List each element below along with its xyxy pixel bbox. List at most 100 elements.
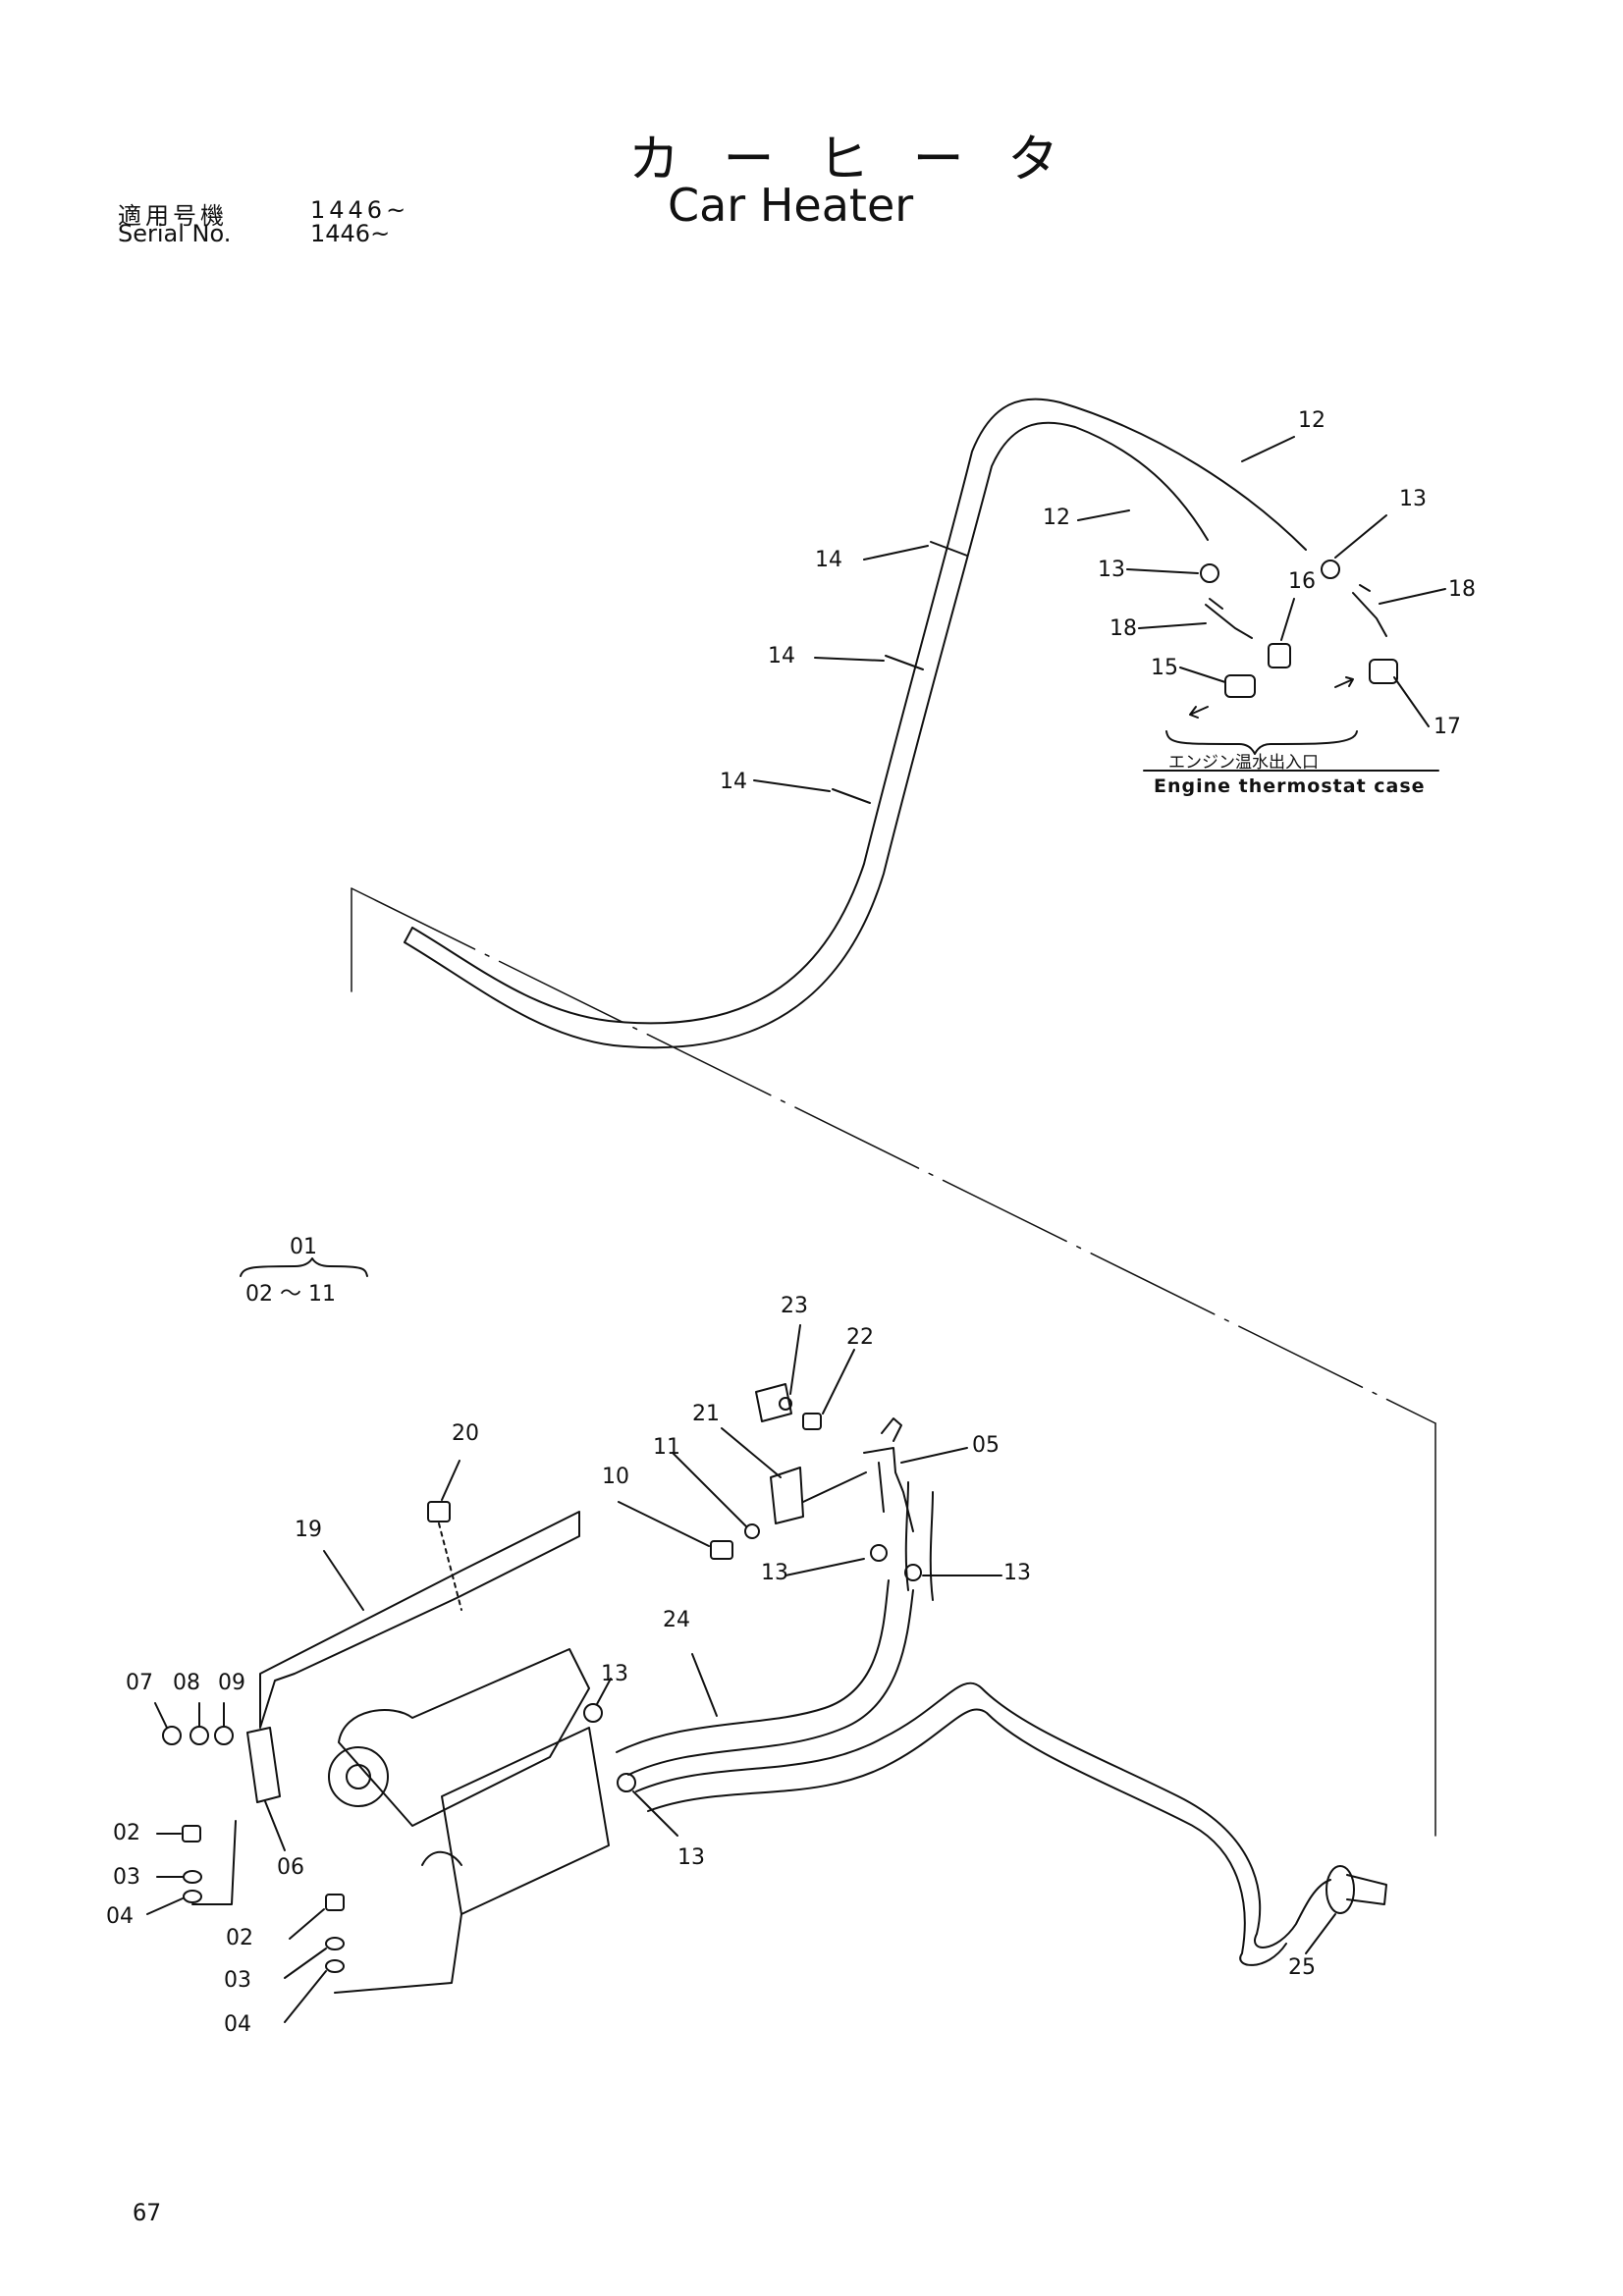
leader-02b xyxy=(289,1908,325,1940)
serial-jp-value: 1446~ xyxy=(310,196,410,224)
bolt-20-line xyxy=(438,1522,462,1611)
label-23: 23 xyxy=(781,1294,808,1318)
leader-07 xyxy=(154,1702,168,1729)
leader-12a xyxy=(1241,436,1295,462)
label-12-a: 12 xyxy=(1298,408,1325,433)
hose-25-b xyxy=(647,1708,1287,1966)
label-14-b: 14 xyxy=(768,644,795,668)
cock-18-left xyxy=(1205,598,1253,639)
label-17: 17 xyxy=(1434,715,1461,739)
label-03-a: 03 xyxy=(113,1865,140,1890)
label-20: 20 xyxy=(452,1421,479,1446)
label-13-c: 13 xyxy=(761,1561,788,1585)
hose-24-b xyxy=(627,1589,914,1776)
label-04-b: 04 xyxy=(224,2012,251,2037)
engine-brace xyxy=(1165,730,1358,755)
title-japanese: カ ー ヒ ー タ xyxy=(628,131,1073,189)
label-13-a: 13 xyxy=(1399,487,1427,511)
kit-brace-top xyxy=(240,1257,368,1277)
boundary-diagonal xyxy=(351,887,1436,1424)
label-13-d: 13 xyxy=(1003,1561,1031,1585)
label-14-c: 14 xyxy=(720,770,747,794)
leader-04a xyxy=(146,1897,184,1915)
leader-18b xyxy=(1379,588,1446,605)
washer-04-a xyxy=(183,1890,202,1903)
fan-end xyxy=(328,1746,389,1807)
label-13-e: 13 xyxy=(601,1662,628,1686)
leader-11 xyxy=(672,1452,747,1527)
leader-13c xyxy=(784,1558,865,1576)
leader-14b xyxy=(814,657,885,662)
leader-13a xyxy=(1334,514,1387,559)
bolt-02-a xyxy=(182,1825,201,1842)
title-english: Car Heater xyxy=(668,179,914,232)
pipe-25 xyxy=(1346,1874,1387,1905)
leader-10 xyxy=(618,1501,710,1547)
nipple-17 xyxy=(1369,659,1398,684)
washer-03-b xyxy=(325,1937,345,1950)
pipe-05 xyxy=(863,1447,914,1532)
nipple-15 xyxy=(1224,674,1256,698)
label-07: 07 xyxy=(126,1671,153,1695)
bracket-21-line xyxy=(802,1471,867,1503)
arrow-left xyxy=(1189,706,1209,719)
clip-13-c xyxy=(870,1544,888,1562)
label-18-a: 18 xyxy=(1109,616,1137,641)
bolt-22 xyxy=(802,1413,822,1430)
cover-19 xyxy=(259,1511,580,1729)
kit-number: 01 xyxy=(290,1235,317,1259)
leader-14a xyxy=(863,545,929,561)
leader-05 xyxy=(900,1447,968,1464)
nut-23 xyxy=(779,1397,792,1411)
hose-25-riser-b xyxy=(929,1491,934,1601)
leader-25 xyxy=(1305,1913,1336,1954)
bracket-06 xyxy=(246,1727,281,1803)
leader-16 xyxy=(1280,598,1295,641)
label-03-b: 03 xyxy=(224,1968,251,1993)
heater-outlet xyxy=(421,1850,462,1866)
heater-body xyxy=(338,1648,590,1827)
label-04-a: 04 xyxy=(106,1904,134,1929)
leader-15 xyxy=(1179,667,1226,683)
engine-note-jp: エンジン温水出入口 xyxy=(1168,753,1319,773)
upper-hose-end xyxy=(404,927,413,943)
leader-19 xyxy=(323,1550,364,1611)
heater-lower xyxy=(441,1727,610,1915)
label-02-b: 02 xyxy=(226,1926,253,1950)
serial-jp-label: 適用号機 xyxy=(118,202,228,230)
bracket-21 xyxy=(770,1467,804,1524)
leader-02-04-a xyxy=(191,1820,237,1905)
upper-hose-outer xyxy=(411,398,1307,1025)
leader-21 xyxy=(721,1427,782,1478)
clip-13-d xyxy=(904,1564,922,1581)
label-13-b: 13 xyxy=(1098,558,1125,582)
leader-20 xyxy=(441,1460,460,1501)
washer-03-a xyxy=(183,1870,202,1884)
leader-14c xyxy=(753,779,831,792)
nut-07 xyxy=(162,1726,182,1745)
hose-24-a xyxy=(616,1579,890,1753)
clip-13-e xyxy=(583,1703,603,1723)
label-24: 24 xyxy=(663,1608,690,1632)
leader-04b xyxy=(284,1970,327,2023)
label-14-a: 14 xyxy=(815,548,842,572)
label-12-b: 12 xyxy=(1043,506,1070,530)
label-11: 11 xyxy=(653,1435,680,1460)
washer-11 xyxy=(744,1523,760,1539)
leader-02-04-b xyxy=(334,1913,462,1994)
fan-hub xyxy=(346,1764,371,1789)
bolt-02-b xyxy=(325,1894,345,1911)
leader-18a xyxy=(1138,622,1207,629)
leader-13b xyxy=(1126,568,1199,574)
label-02-a: 02 xyxy=(113,1821,140,1845)
union-16 xyxy=(1268,643,1291,668)
label-13-f: 13 xyxy=(677,1845,705,1870)
clamp-14-a xyxy=(930,541,968,557)
bolt-20 xyxy=(427,1501,451,1522)
serial-en-label: Serial No. xyxy=(118,220,232,247)
label-15: 15 xyxy=(1151,656,1178,680)
bolt-10 xyxy=(710,1540,733,1560)
leader-22 xyxy=(822,1349,855,1415)
label-21: 21 xyxy=(692,1402,720,1426)
plate-22-23 xyxy=(755,1383,792,1422)
